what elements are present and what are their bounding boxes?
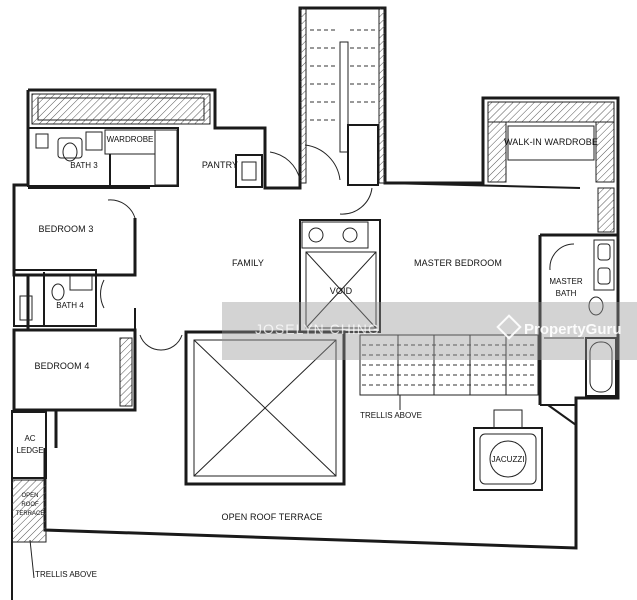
master-bedroom-label: MASTER BEDROOM	[414, 258, 502, 268]
wardrobe-label: WARDROBE	[107, 135, 154, 144]
open-roof-label-3: TERRACE	[16, 511, 45, 517]
right-lower-walls	[540, 404, 577, 426]
walk-in-wardrobe	[384, 101, 615, 233]
open-roof-terrace-label: OPEN ROOF TERRACE	[221, 512, 322, 522]
trellis-area	[359, 334, 539, 396]
ac-ledge-label-1: AC	[24, 434, 35, 443]
room-labels: BATH 3 WARDROBE PANTRY BEDROOM 3 FAMILY …	[16, 135, 598, 579]
bedroom3-walls	[14, 199, 137, 277]
bedroom4-label: BEDROOM 4	[35, 361, 90, 371]
bedroom3-label: BEDROOM 3	[39, 224, 94, 234]
watermark-brand-text: PropertyGuru	[524, 321, 622, 338]
open-roof-label-1: OPEN	[21, 493, 38, 499]
master-bath	[538, 233, 618, 405]
ac-ledge-block	[11, 411, 47, 579]
master-bath-label-2: BATH	[556, 289, 577, 298]
trellis-above-bottom-label: TRELLIS ABOVE	[35, 570, 97, 579]
trellis-above-mid-label: TRELLIS ABOVE	[360, 411, 422, 420]
bedroom3-wardrobe-block	[27, 93, 211, 189]
walk-in-wardrobe-label: WALK-IN WARDROBE	[504, 137, 598, 147]
bath3-fixtures	[35, 131, 103, 162]
master-bath-label-1: MASTER	[549, 277, 583, 286]
open-roof-label-2: ROOF	[21, 502, 39, 508]
bedroom4-walls	[14, 308, 183, 412]
pantry-walls	[235, 151, 301, 188]
bath3-label: BATH 3	[70, 161, 98, 170]
void-label: VOID	[330, 286, 353, 296]
jacuzzi-label: JACUZZI	[492, 455, 525, 464]
watermark-brand: PropertyGuru	[496, 314, 622, 340]
family-label: FAMILY	[232, 258, 264, 268]
watermark-agent-text: JOSELYN CHING	[255, 321, 380, 337]
pantry-label: PANTRY	[202, 160, 238, 170]
bath4-label: BATH 4	[56, 301, 84, 310]
watermark-band	[222, 302, 637, 360]
stair-core	[299, 7, 386, 215]
ac-ledge-label-2: LEDGE	[16, 446, 43, 455]
propertyguru-logo-icon	[496, 314, 522, 340]
terrace-void	[184, 330, 360, 486]
bath4-walls	[13, 269, 105, 327]
jacuzzi	[473, 409, 543, 491]
